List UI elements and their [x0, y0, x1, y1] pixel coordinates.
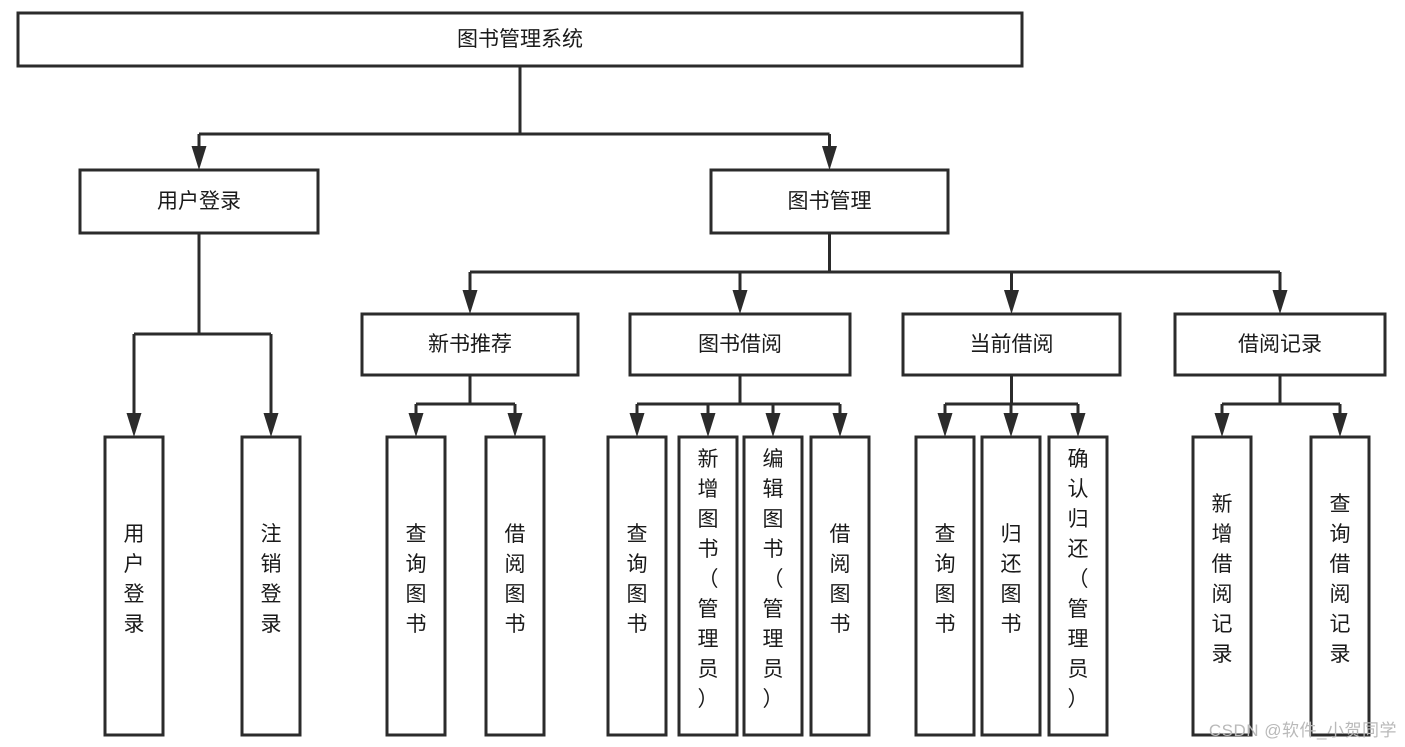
- node-label: 图书管理系统: [457, 28, 583, 51]
- arrowhead-book_borrow: [732, 290, 748, 314]
- node-box: [901, 312, 1122, 377]
- node-box: [809, 435, 871, 737]
- node-label: 新增图书（管理员）: [698, 448, 719, 711]
- arrowhead-leaf_confirm_return: [1070, 413, 1086, 437]
- node-box: [1173, 312, 1387, 377]
- arrowhead-leaf_add_record: [1214, 413, 1230, 437]
- node-label: 用户登录: [157, 190, 241, 213]
- arrowhead-new_book_rec: [462, 290, 478, 314]
- node-leaf-edit-book[interactable]: 编辑图书（管理员）: [742, 435, 804, 737]
- node-label: 借阅图书: [505, 523, 526, 636]
- node-box: [1047, 435, 1109, 737]
- node-box: [677, 435, 739, 737]
- arrowhead-leaf_query_record: [1332, 413, 1348, 437]
- node-box: [980, 435, 1042, 737]
- edge-group-user_login: [126, 233, 279, 437]
- node-current-borrow[interactable]: 当前借阅: [901, 312, 1122, 377]
- node-label: 查询借阅记录: [1330, 493, 1351, 666]
- edge-group-root: [191, 66, 837, 170]
- node-new-book-rec[interactable]: 新书推荐: [360, 312, 580, 377]
- node-box: [240, 435, 302, 737]
- node-box: [914, 435, 976, 737]
- node-label: 图书借阅: [698, 333, 782, 356]
- node-leaf-add-record[interactable]: 新增借阅记录: [1191, 435, 1253, 737]
- node-leaf-logout[interactable]: 注销登录: [240, 435, 302, 737]
- arrowhead-leaf_user_login: [126, 413, 142, 437]
- edge-group-book_manage: [462, 233, 1288, 314]
- node-leaf-query-book-2[interactable]: 查询图书: [606, 435, 668, 737]
- node-label: 新书推荐: [428, 333, 512, 356]
- edge-group-borrow_record: [1214, 375, 1348, 437]
- node-user-login[interactable]: 用户登录: [78, 168, 320, 235]
- arrowhead-borrow_record: [1272, 290, 1288, 314]
- node-label: 图书管理: [788, 190, 872, 213]
- node-borrow-record[interactable]: 借阅记录: [1173, 312, 1387, 377]
- node-book-manage[interactable]: 图书管理: [709, 168, 950, 235]
- node-box: [385, 435, 447, 737]
- node-box: [1309, 435, 1371, 737]
- node-label: 查询图书: [406, 523, 427, 636]
- arrowhead-current_borrow: [1004, 290, 1019, 314]
- csdn-watermark: CSDN @软件_小贺同学: [1208, 721, 1397, 740]
- node-leaf-query-book-3[interactable]: 查询图书: [914, 435, 976, 737]
- edge-group-current_borrow: [937, 375, 1086, 437]
- node-box: [16, 11, 1024, 68]
- node-leaf-user-login[interactable]: 用户登录: [103, 435, 165, 737]
- node-box: [1191, 435, 1253, 737]
- node-leaf-borrow-book-1[interactable]: 借阅图书: [484, 435, 546, 737]
- arrowhead-leaf_query_book_3: [937, 413, 953, 437]
- node-label: 注销登录: [261, 523, 282, 636]
- node-root[interactable]: 图书管理系统: [16, 11, 1024, 68]
- arrowhead-leaf_add_book: [700, 413, 716, 437]
- node-leaf-add-book[interactable]: 新增图书（管理员）: [677, 435, 739, 737]
- arrowhead-leaf_borrow_book_2: [832, 413, 848, 437]
- node-label: 查询图书: [627, 523, 648, 636]
- node-label: 确认归还（管理员）: [1068, 448, 1089, 711]
- node-box: [628, 312, 852, 377]
- node-box: [103, 435, 165, 737]
- node-label: 新增借阅记录: [1212, 493, 1233, 666]
- node-label: 归还图书: [1001, 523, 1022, 636]
- node-box: [484, 435, 546, 737]
- node-box: [360, 312, 580, 377]
- node-leaf-query-book-1[interactable]: 查询图书: [385, 435, 447, 737]
- node-label: 借阅记录: [1238, 333, 1322, 356]
- node-label: 查询图书: [935, 523, 956, 636]
- edge-group-book_borrow: [629, 375, 848, 437]
- node-leaf-borrow-book-2[interactable]: 借阅图书: [809, 435, 871, 737]
- node-box: [78, 168, 320, 235]
- arrowhead-leaf_query_book_2: [629, 413, 645, 437]
- arrowhead-book_manage: [822, 146, 837, 170]
- arrowhead-user_login: [191, 146, 207, 170]
- arrowhead-leaf_borrow_book_1: [507, 413, 523, 437]
- node-box: [709, 168, 950, 235]
- nodes-layer: 图书管理系统用户登录图书管理新书推荐图书借阅当前借阅借阅记录用户登录注销登录查询…: [16, 11, 1387, 737]
- arrowhead-leaf_logout: [263, 413, 279, 437]
- arrowhead-leaf_edit_book: [765, 413, 781, 437]
- node-book-borrow[interactable]: 图书借阅: [628, 312, 852, 377]
- node-label: 当前借阅: [970, 333, 1054, 356]
- node-label: 编辑图书（管理员）: [763, 448, 784, 711]
- node-label: 用户登录: [124, 523, 145, 636]
- node-leaf-query-record[interactable]: 查询借阅记录: [1309, 435, 1371, 737]
- node-leaf-return-book[interactable]: 归还图书: [980, 435, 1042, 737]
- node-leaf-confirm-return[interactable]: 确认归还（管理员）: [1047, 435, 1109, 737]
- edge-group-new_book_rec: [408, 375, 523, 437]
- arrowhead-leaf_return_book: [1003, 413, 1019, 437]
- arrowhead-leaf_query_book_1: [408, 413, 424, 437]
- node-box: [742, 435, 804, 737]
- node-label: 借阅图书: [830, 523, 851, 636]
- edges-layer: [126, 66, 1348, 437]
- node-box: [606, 435, 668, 737]
